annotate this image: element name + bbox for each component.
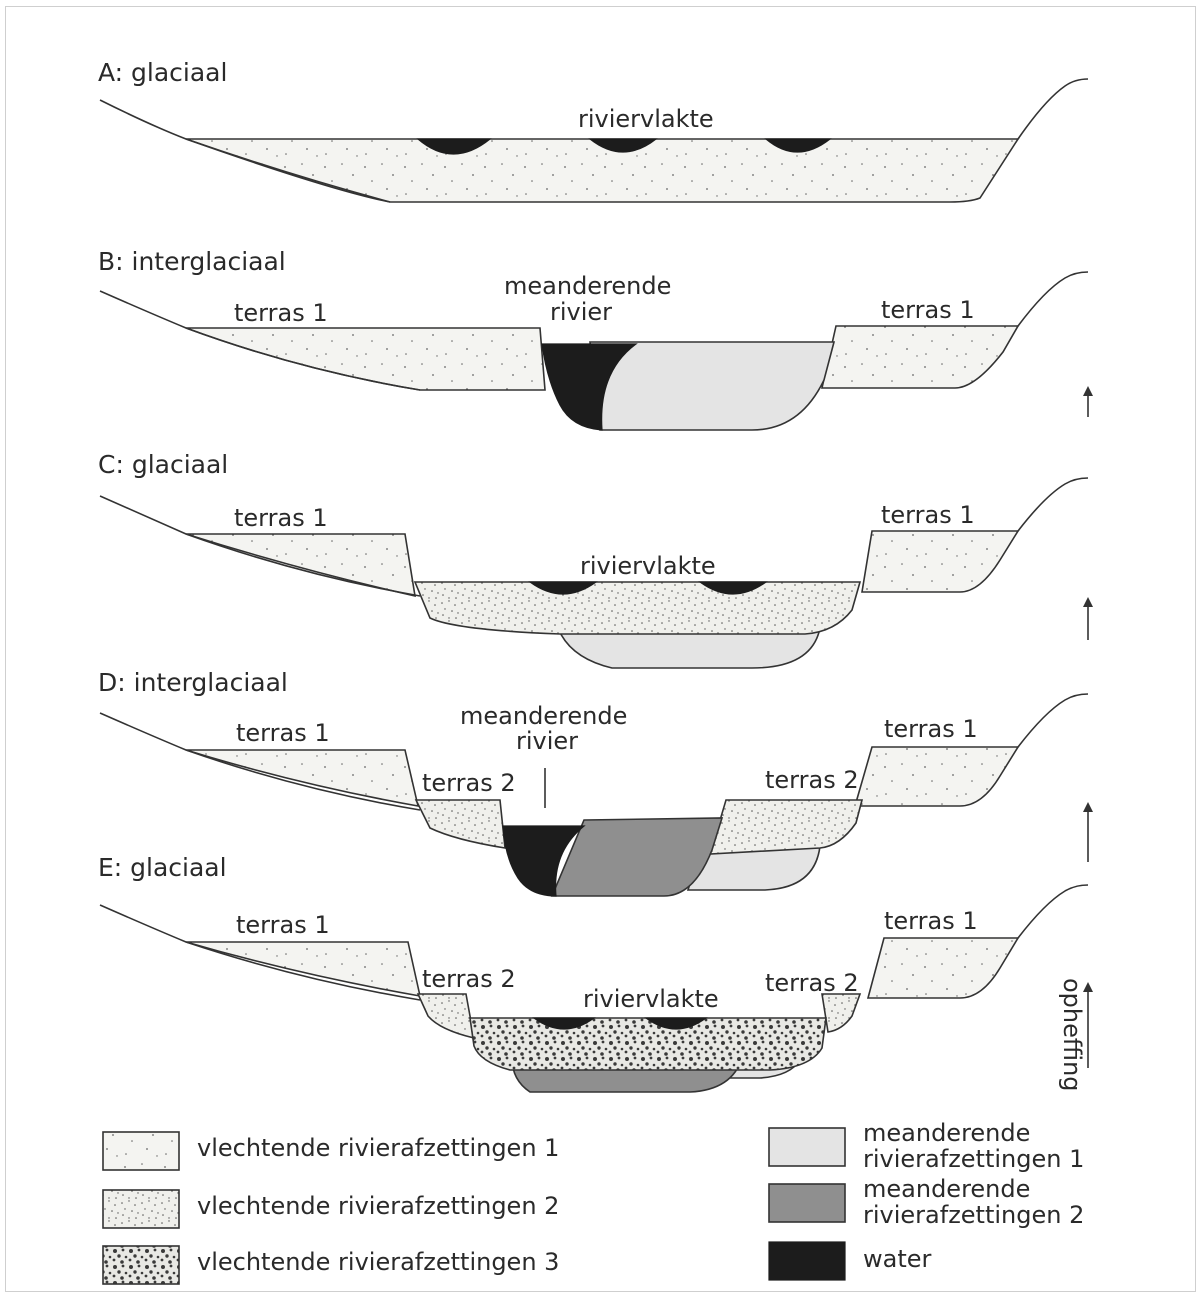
panel-e-title: E: glaciaal <box>98 853 227 882</box>
legend: vlechtende rivierafzettingen 1 vlechtend… <box>102 1119 1084 1285</box>
uplift-label: opheffing <box>1058 978 1086 1092</box>
legend-label: vlechtende rivierafzettingen 1 <box>197 1134 559 1162</box>
water-channel <box>528 581 598 595</box>
legend-swatch-braided-1 <box>102 1131 180 1171</box>
terrace-label: terras 1 <box>881 296 975 324</box>
panel-d-title: D: interglaciaal <box>98 668 288 697</box>
braided-deposit-2-right <box>708 799 864 855</box>
legend-label: vlechtende rivierafzettingen 2 <box>197 1192 559 1220</box>
braided-deposit-2-right <box>821 993 862 1033</box>
valley-wall-right <box>1017 271 1089 327</box>
valley-wall-right <box>1017 477 1089 532</box>
meander-deposit-2 <box>550 817 724 897</box>
terrace-label: terras 2 <box>422 769 516 797</box>
legend-label: rivierafzettingen 1 <box>863 1145 1084 1173</box>
panel-b: B: interglaciaal terras 1 terras 1 meand… <box>98 247 1093 431</box>
terrace-label: terras 2 <box>422 965 516 993</box>
legend-label: meanderende <box>863 1175 1030 1203</box>
legend-label: rivierafzettingen 2 <box>863 1201 1084 1229</box>
river-label: rivier <box>550 298 612 326</box>
meander-deposit-1 <box>589 341 836 431</box>
water-channel <box>532 1017 596 1030</box>
braided-deposit-3 <box>469 1017 827 1071</box>
valley-wall-left <box>99 904 421 1001</box>
legend-label: meanderende <box>863 1119 1030 1147</box>
braided-deposit-2 <box>413 581 862 635</box>
terrace-label: terras 1 <box>881 501 975 529</box>
valley-wall-left <box>99 290 421 391</box>
terrace-label: terras 1 <box>884 907 978 935</box>
valley-wall-left <box>99 495 421 597</box>
water-channel <box>698 581 768 595</box>
braided-deposit-1 <box>185 138 1020 203</box>
terrace-label: terras 2 <box>765 969 859 997</box>
water-channel <box>588 138 658 153</box>
legend-label: vlechtende rivierafzettingen 3 <box>197 1248 559 1276</box>
figure-frame <box>5 6 1196 1292</box>
plain-label: riviervlakte <box>578 105 714 133</box>
panel-a: A: glaciaal riviervlakte <box>98 58 1089 203</box>
legend-swatch-braided-3 <box>102 1245 180 1285</box>
braided-deposit-1-left <box>185 941 422 997</box>
legend-label: water <box>863 1245 932 1273</box>
panel-c-title: C: glaciaal <box>98 450 228 479</box>
valley-wall-right <box>1017 78 1089 140</box>
terrace-label: terras 1 <box>236 911 330 939</box>
legend-swatch-meander-1 <box>768 1127 846 1167</box>
plain-label: riviervlakte <box>580 552 716 580</box>
river-label: rivier <box>516 727 578 755</box>
braided-deposit-1-left <box>185 749 420 808</box>
valley-wall-right <box>1017 884 1089 939</box>
legend-swatch-meander-2 <box>768 1183 846 1223</box>
valley-wall-right <box>1017 693 1089 748</box>
terrace-label: terras 2 <box>765 766 859 794</box>
uplift-arrow-head <box>1083 386 1093 396</box>
water-channel <box>644 1017 708 1030</box>
terrace-label: terras 1 <box>234 299 328 327</box>
uplift-arrow-head <box>1083 802 1093 812</box>
panel-b-title: B: interglaciaal <box>98 247 286 276</box>
panel-c: C: glaciaal terras 1 terras 1 riviervlak… <box>98 450 1093 669</box>
meander-deposit-1 <box>556 627 821 669</box>
meander-water <box>541 343 638 431</box>
braided-deposit-1-right <box>853 746 1020 807</box>
river-label: meanderende <box>460 702 627 730</box>
plain-label: riviervlakte <box>583 985 719 1013</box>
panel-a-title: A: glaciaal <box>98 58 227 87</box>
panel-d: D: interglaciaal terras 1 terras 1 terra… <box>98 668 1093 897</box>
meander-water <box>502 825 586 897</box>
legend-swatch-braided-2 <box>102 1189 180 1229</box>
legend-swatch-water <box>768 1241 846 1281</box>
river-label: meanderende <box>504 272 671 300</box>
terrace-label: terras 1 <box>884 715 978 743</box>
braided-deposit-1-right <box>861 530 1020 593</box>
water-channel <box>764 138 832 153</box>
water-channel <box>416 138 492 155</box>
braided-deposit-1-left <box>185 533 416 598</box>
uplift-arrow-head <box>1083 597 1093 607</box>
terrace-label: terras 1 <box>236 719 330 747</box>
valley-wall-left <box>99 99 391 203</box>
braided-deposit-2-left <box>414 799 506 849</box>
braided-deposit-2-left <box>416 993 476 1040</box>
braided-deposit-1-right <box>866 937 1020 999</box>
terrace-label: terras 1 <box>234 504 328 532</box>
panel-e: E: glaciaal terras 1 terras 1 terras 2 t… <box>98 853 1093 1093</box>
braided-deposit-1-left <box>185 327 546 391</box>
uplift-arrow-head <box>1083 982 1093 992</box>
braided-deposit-1-right <box>820 325 1020 389</box>
meander-deposit-1 <box>686 845 821 891</box>
valley-wall-left <box>99 712 421 811</box>
